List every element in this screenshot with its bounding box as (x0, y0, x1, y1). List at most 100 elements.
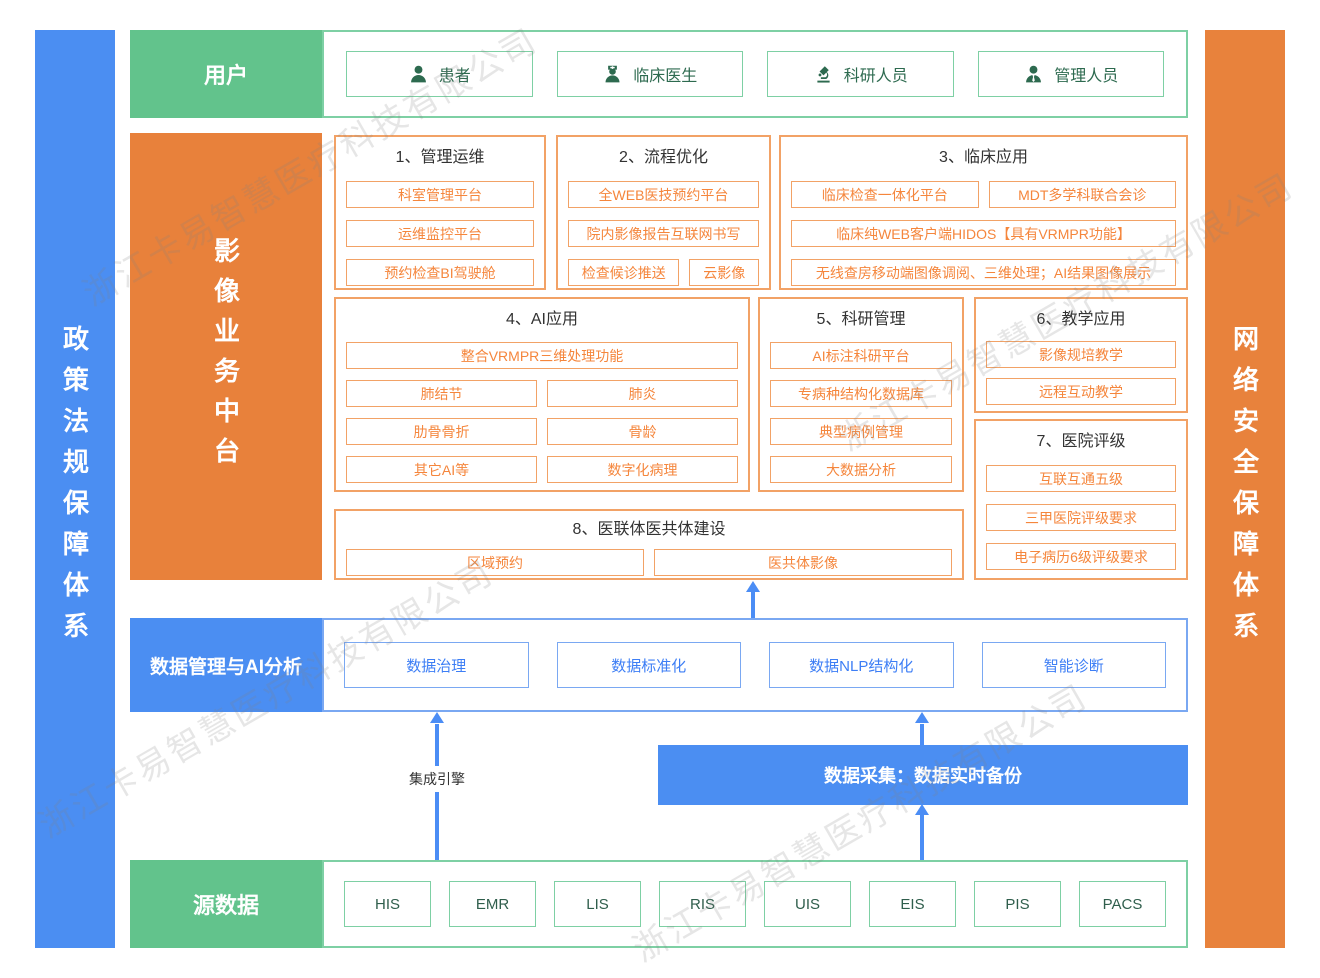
user-box-manager: 管理人员 (977, 51, 1164, 97)
source-system: EMR (449, 881, 536, 927)
section-row: 临床检查一体化平台 MDT多学科联合会诊 (791, 181, 1176, 208)
source-system: RIS (659, 881, 746, 927)
data-mgmt-row: 数据治理 数据标准化 数据NLP结构化 智能诊断 (322, 618, 1188, 712)
source-system: LIS (554, 881, 641, 927)
users-row: 患者 临床医生 科研人员 管理人员 (322, 30, 1188, 118)
data-mgmt-item: 数据治理 (344, 642, 529, 688)
platform-item: 临床检查一体化平台 (791, 181, 979, 208)
platform-item: 远程互动教学 (986, 378, 1176, 405)
source-row: HIS EMR LIS RIS UIS EIS PIS PACS (322, 860, 1188, 948)
section-row: 三甲医院评级要求 (986, 504, 1176, 531)
platform-item: 检查候诊推送 (568, 259, 680, 286)
platform-item: 骨龄 (547, 418, 738, 445)
platform-item: 肋骨骨折 (346, 418, 537, 445)
section-row: 影像规培教学 (986, 341, 1176, 368)
section-title: 2、流程优化 (619, 149, 708, 166)
data-mgmt-item: 数据NLP结构化 (769, 642, 954, 688)
collection-arrow-lower-head (915, 804, 929, 815)
policy-regulation-bar: 政策法规保障体系 (35, 30, 115, 948)
user-box-clinician: 临床医生 (556, 51, 743, 97)
section-row: 大数据分析 (770, 456, 952, 483)
section-medical-alliance: 8、医联体医共体建设 区域预约 医共体影像 (334, 509, 964, 580)
section-title: 4、AI应用 (505, 311, 579, 328)
platform-item: 大数据分析 (770, 456, 952, 483)
platform-item: 医共体影像 (654, 549, 952, 576)
platform-item: 三甲医院评级要求 (986, 504, 1176, 531)
user-label: 患者 (438, 68, 471, 85)
section-row: 电子病历6级评级要求 (986, 543, 1176, 570)
doctor-icon (605, 65, 620, 82)
source-system: UIS (764, 881, 851, 927)
section-row: 互联互通五级 (986, 465, 1176, 492)
section-management-ops: 1、管理运维 科室管理平台 运维监控平台 预约检查BI驾驶舱 (334, 135, 546, 290)
section-row: 运维监控平台 (346, 220, 534, 247)
integration-arrow-line (435, 724, 439, 862)
section-row: 预约检查BI驾驶舱 (346, 259, 534, 286)
data-mgmt-label-text: 数据管理与AI分析 (149, 656, 302, 678)
section-row: AI标注科研平台 (770, 342, 952, 369)
section-ai-application: 4、AI应用 整合VRMPR三维处理功能 肺结节 肺炎 肋骨骨折 骨龄 其它AI… (334, 297, 750, 492)
platform-item: 电子病历6级评级要求 (986, 543, 1176, 570)
integration-engine-label: 集成引擎 (403, 766, 471, 792)
source-row-label-text: 源数据 (192, 893, 259, 918)
section-row: 临床纯WEB客户端HIDOS【具有VRMPR功能】 (791, 220, 1176, 247)
section-process-optimization: 2、流程优化 全WEB医技预约平台 院内影像报告互联网书写 检查候诊推送 云影像 (556, 135, 771, 290)
section-row: 远程互动教学 (986, 378, 1176, 405)
platform-label-text: 影像业务中台 (210, 236, 241, 477)
platform-item: 肺炎 (547, 380, 738, 407)
section-title: 7、医院评级 (1036, 433, 1126, 450)
data-mgmt-item: 智能诊断 (981, 642, 1166, 688)
platform-item: 运维监控平台 (346, 220, 534, 247)
section-row: 检查候诊推送 云影像 (568, 259, 759, 286)
source-system: EIS (869, 881, 956, 927)
manager-icon (1026, 65, 1042, 82)
section-row: 整合VRMPR三维处理功能 (346, 342, 738, 369)
mgmt-to-platform-arrow-head (746, 581, 760, 592)
section-hospital-rating: 7、医院评级 互联互通五级 三甲医院评级要求 电子病历6级评级要求 (974, 419, 1188, 580)
platform-item: 无线查房移动端图像调阅、三维处理；AI结果图像展示 (791, 259, 1176, 286)
network-security-label: 网络安全保障体系 (1229, 325, 1260, 653)
section-research-management: 5、科研管理 AI标注科研平台 专病种结构化数据库 典型病例管理 大数据分析 (758, 297, 964, 492)
user-box-patient: 患者 (346, 51, 533, 97)
policy-regulation-label: 政策法规保障体系 (59, 325, 90, 653)
platform-item: 预约检查BI驾驶舱 (346, 259, 534, 286)
platform-item: 科室管理平台 (346, 181, 534, 208)
users-row-label: 用户 (130, 30, 322, 118)
user-label: 管理人员 (1054, 68, 1119, 85)
platform-item: 云影像 (689, 259, 759, 286)
user-box-researcher: 科研人员 (767, 51, 954, 97)
network-security-bar: 网络安全保障体系 (1205, 30, 1285, 948)
platform-item: 影像规培教学 (986, 341, 1176, 368)
collection-arrow-upper-line (920, 724, 924, 745)
platform-item: 典型病例管理 (770, 418, 952, 445)
platform-item: MDT多学科联合会诊 (988, 181, 1176, 208)
section-row: 肺结节 肺炎 (346, 380, 738, 407)
platform-item: 专病种结构化数据库 (770, 380, 952, 407)
section-row: 院内影像报告互联网书写 (568, 220, 759, 247)
data-collection-label: 数据采集：数据实时备份 (824, 766, 1022, 786)
section-teaching-application: 6、教学应用 影像规培教学 远程互动教学 (974, 297, 1188, 413)
source-system: HIS (344, 881, 431, 927)
section-row: 典型病例管理 (770, 418, 952, 445)
integration-arrow-head (430, 712, 444, 723)
mgmt-to-platform-arrow-line (751, 592, 755, 618)
source-system: PIS (974, 881, 1061, 927)
source-row-label: 源数据 (130, 860, 322, 948)
data-mgmt-item: 数据标准化 (556, 642, 741, 688)
section-row: 其它AI等 数字化病理 (346, 456, 738, 483)
source-system: PACS (1079, 881, 1166, 927)
platform-item: AI标注科研平台 (770, 342, 952, 369)
user-label: 科研人员 (843, 68, 908, 85)
section-row: 全WEB医技预约平台 (568, 181, 759, 208)
section-title: 5、科研管理 (816, 311, 906, 328)
platform-item: 整合VRMPR三维处理功能 (346, 342, 738, 369)
platform-item: 院内影像报告互联网书写 (568, 220, 759, 247)
section-title: 6、教学应用 (1036, 311, 1126, 328)
collection-arrow-upper-head (915, 712, 929, 723)
data-collection-bar: 数据采集：数据实时备份 (658, 745, 1188, 805)
data-mgmt-label: 数据管理与AI分析 (130, 618, 322, 712)
platform-item: 全WEB医技预约平台 (568, 181, 759, 208)
platform-item: 临床纯WEB客户端HIDOS【具有VRMPR功能】 (791, 220, 1176, 247)
section-title: 8、医联体医共体建设 (572, 521, 726, 538)
